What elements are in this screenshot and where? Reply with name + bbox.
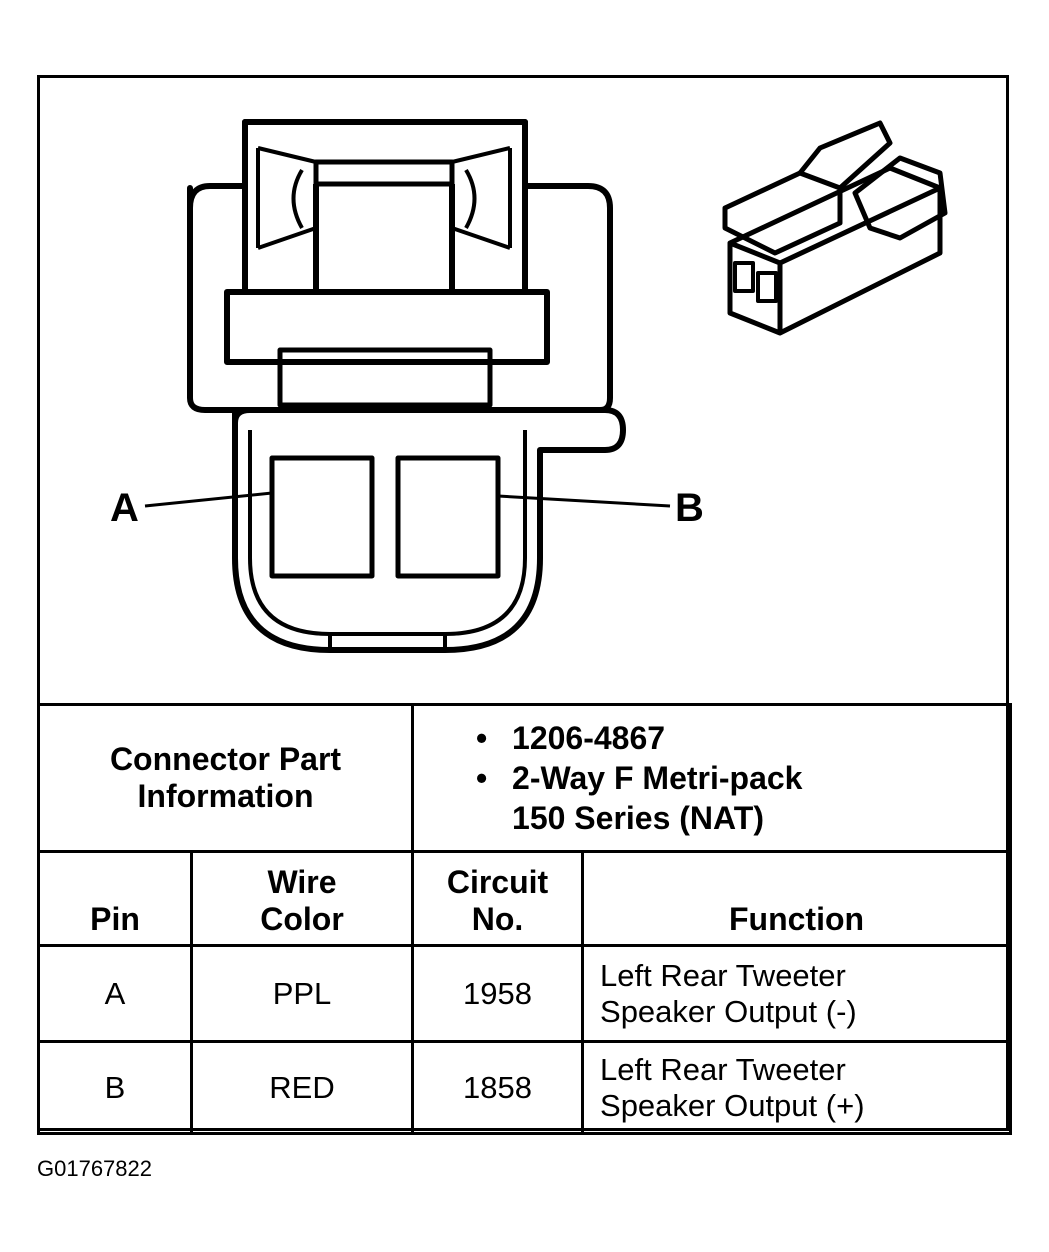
header-function: Function [581, 850, 1013, 947]
row-a-wire-color: PPL [189, 944, 415, 1043]
header-circuit-line2: No. [471, 901, 524, 937]
row-a-function-line2: Speaker Output (-) [600, 993, 857, 1029]
connector-lower-housing [232, 407, 626, 653]
part-number: 1206-4867 [476, 718, 1009, 758]
row-b-pin: B [37, 1040, 193, 1135]
header-wire-color: Wire Color [189, 850, 415, 947]
connector-info-table: Connector Part Information 1206-4867 2-W… [36, 703, 1013, 1135]
table-row: A PPL 1958 Left Rear Tweeter Speaker Out… [37, 944, 1013, 1043]
row-a-circuit: 1958 [411, 944, 585, 1043]
leader-line-b [497, 494, 671, 508]
row-b-function-line2: Speaker Output (+) [600, 1087, 865, 1123]
connector-diagram: A B [40, 78, 1006, 703]
table-row: B RED 1858 Left Rear Tweeter Speaker Out… [37, 1040, 1013, 1135]
row-b-wire-color: RED [189, 1040, 415, 1135]
part-description-line2: 150 Series (NAT) [512, 800, 764, 836]
header-pin: Pin [37, 850, 193, 947]
figure-code: G01767822 [37, 1156, 152, 1181]
leader-line-a [144, 491, 273, 508]
cavity-b [395, 455, 501, 579]
row-a-pin: A [37, 944, 193, 1043]
table-header-row: Pin Wire Color Circuit No. Function [37, 850, 1013, 947]
connector-part-label-line1: Connector Part [109, 741, 342, 777]
connector-part-label-line2: Information [137, 778, 314, 814]
connector-outer-body [187, 119, 613, 413]
connector-part-label-cell: Connector Part Information [36, 703, 415, 853]
header-wire-color-line2: Color [260, 901, 344, 937]
pin-label-b: B [675, 486, 704, 530]
header-circuit-line1: Circuit [446, 864, 549, 900]
connector-top-latch [242, 119, 528, 295]
pin-label-a: A [110, 486, 139, 530]
cavity-a [269, 455, 375, 579]
header-circuit: Circuit No. [411, 850, 585, 947]
connector-figure-frame: A B Connector Part Information 1206-4867… [36, 75, 1013, 1135]
row-a-function-line1: Left Rear Tweeter [600, 957, 846, 993]
connector-part-info-cell: 1206-4867 2-Way F Metri-pack 150 Series … [411, 703, 1013, 853]
part-description-line1: 2-Way F Metri-pack [476, 758, 1009, 798]
row-b-circuit: 1858 [411, 1040, 585, 1135]
row-b-function-line1: Left Rear Tweeter [600, 1051, 846, 1087]
row-b-function: Left Rear Tweeter Speaker Output (+) [581, 1040, 1013, 1135]
connector-isometric-view [722, 120, 948, 336]
header-wire-color-line1: Wire [267, 864, 337, 900]
row-a-function: Left Rear Tweeter Speaker Output (-) [581, 944, 1013, 1043]
connector-face-drawing: A B [110, 119, 948, 653]
connector-middle-bar [224, 289, 550, 365]
